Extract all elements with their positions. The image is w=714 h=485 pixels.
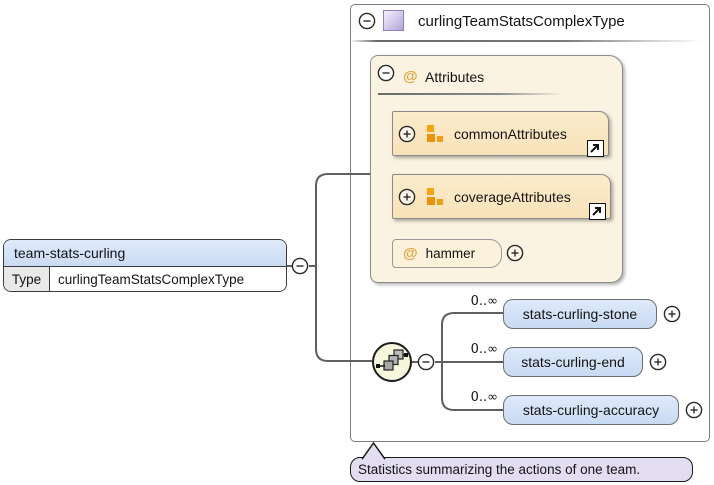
attribute-name: hammer (425, 246, 476, 261)
complex-type-title: curlingTeamStatsComplexType (418, 13, 625, 30)
annotation-text: Statistics summarizing the actions of on… (358, 462, 641, 477)
expand-toggle[interactable] (398, 125, 416, 143)
attributes-separator (378, 93, 563, 95)
sequence-compositor[interactable] (372, 342, 412, 382)
sequence-collapse-toggle[interactable] (417, 353, 435, 371)
hammer-expand-toggle[interactable] (506, 244, 524, 262)
plus-circle-icon (398, 125, 416, 142)
element-expand-toggle[interactable] (649, 353, 667, 371)
sequence-compositor-icon (376, 349, 408, 371)
complex-type-collapse-toggle[interactable] (358, 12, 376, 30)
occurrence-label: 0..∞ (470, 390, 498, 405)
attributes-collapse-toggle[interactable] (377, 64, 395, 82)
plus-circle-icon (398, 188, 416, 205)
occurrence-label: 0..∞ (470, 294, 498, 309)
minus-circle-icon (377, 64, 395, 82)
element-stats-curling-accuracy[interactable]: stats-curling-accuracy (503, 395, 679, 425)
attribute-group-coverageattributes[interactable]: coverageAttributes (392, 174, 611, 220)
source-collapse-toggle[interactable] (291, 257, 309, 275)
type-label: Type (4, 267, 50, 291)
source-element-name: team-stats-curling (4, 240, 286, 267)
attribute-at-icon: @ (403, 68, 418, 85)
minus-circle-icon (291, 257, 309, 275)
attribute-group-name: commonAttributes (454, 125, 567, 142)
plus-circle-icon (506, 244, 524, 262)
element-stats-curling-stone[interactable]: stats-curling-stone (503, 299, 657, 329)
attribute-group-commonattributes[interactable]: commonAttributes (392, 111, 609, 157)
attribute-group-icon (426, 187, 443, 206)
attribute-at-icon: @ (403, 245, 418, 262)
minus-circle-icon (417, 353, 435, 371)
source-element-type-row: Type curlingTeamStatsComplexType (4, 267, 286, 291)
minus-circle-icon (358, 12, 376, 30)
attributes-section[interactable]: @ Attributes commonAttributes (370, 55, 623, 283)
attribute-group-icon (426, 124, 443, 143)
attribute-group-name: coverageAttributes (454, 188, 571, 205)
element-stats-curling-end[interactable]: stats-curling-end (503, 347, 643, 377)
source-element-box[interactable]: team-stats-curling Type curlingTeamStats… (3, 239, 287, 292)
jump-to-definition-icon[interactable] (587, 140, 604, 157)
occurrence-label: 0..∞ (470, 342, 498, 357)
complex-type-icon (383, 10, 404, 31)
element-expand-toggle[interactable] (685, 401, 703, 419)
element-name: stats-curling-stone (522, 306, 638, 322)
plus-circle-icon (649, 353, 667, 371)
plus-circle-icon (685, 401, 703, 419)
attribute-hammer[interactable]: @ hammer (392, 239, 502, 268)
type-value: curlingTeamStatsComplexType (50, 267, 286, 291)
header-separator (352, 40, 702, 42)
element-name: stats-curling-accuracy (522, 402, 660, 418)
element-expand-toggle[interactable] (663, 305, 681, 323)
plus-circle-icon (663, 305, 681, 323)
annotation-tooltip: Statistics summarizing the actions of on… (350, 457, 693, 482)
jump-to-definition-icon[interactable] (589, 203, 606, 220)
element-name: stats-curling-end (521, 354, 625, 370)
attributes-section-title: Attributes (425, 69, 485, 85)
expand-toggle[interactable] (398, 188, 416, 206)
annotation-pointer (361, 441, 386, 460)
